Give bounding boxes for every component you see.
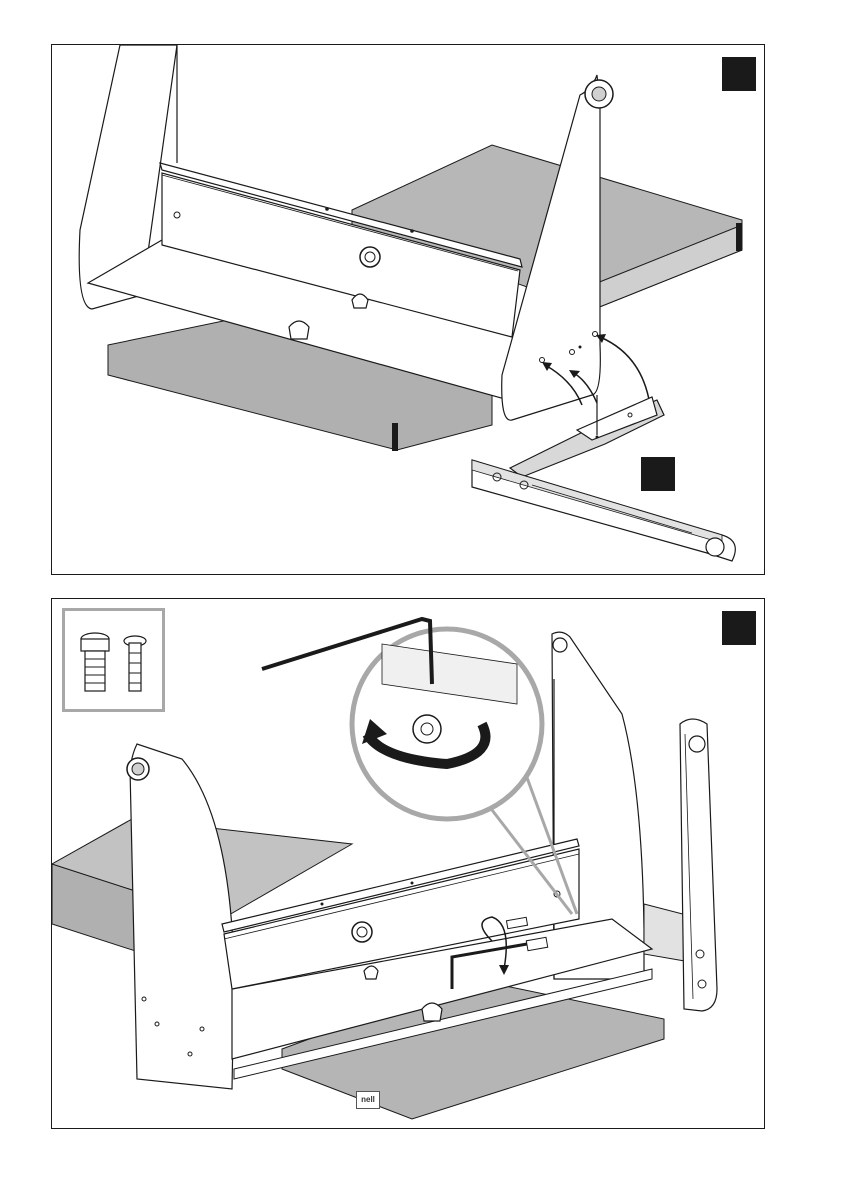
assembly-step-lower-panel: nell — [51, 598, 765, 1129]
upper-illustration — [52, 45, 765, 575]
step-marker — [641, 457, 675, 491]
cable-grommet — [360, 247, 380, 267]
brand-badge: nell — [356, 1091, 380, 1109]
insert-arrow-icon — [600, 337, 650, 405]
screw-inset — [62, 608, 165, 712]
step-marker — [722, 57, 756, 91]
left-side-panel — [130, 744, 234, 1089]
connector-screw-icon — [65, 611, 162, 709]
cable-grommet — [352, 922, 372, 942]
step-marker — [722, 611, 756, 645]
assembly-step-upper-panel — [51, 44, 765, 575]
